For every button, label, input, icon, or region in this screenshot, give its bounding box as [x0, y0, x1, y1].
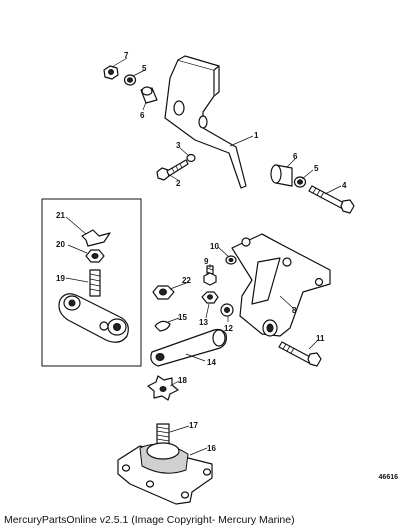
callout-3: 3 [176, 141, 181, 150]
part-6-bushing-right [270, 164, 293, 187]
part-9-screw [203, 265, 217, 286]
part-5-washer-right [293, 176, 307, 188]
part-16-motor-mount [117, 442, 213, 505]
part-20-nut [85, 249, 105, 263]
callout-5-right: 5 [314, 164, 319, 173]
part-14-tube [150, 328, 227, 367]
callout-4: 4 [342, 181, 347, 190]
callout-16: 16 [207, 444, 216, 453]
callout-14: 14 [207, 358, 216, 367]
part-3-washer [186, 153, 196, 163]
part-21-wing-nut [81, 229, 111, 247]
part-18-star-washer [147, 375, 179, 401]
part-10-washer [225, 255, 237, 265]
callout-19: 19 [56, 274, 65, 283]
callout-11: 11 [316, 334, 325, 343]
callout-17: 17 [189, 421, 198, 430]
part-19-link-assembly [58, 269, 129, 343]
callout-13: 13 [199, 318, 208, 327]
callout-5-top: 5 [142, 64, 147, 73]
part-6-bushing-top [140, 86, 158, 104]
callout-10: 10 [210, 242, 219, 251]
part-22-nut [152, 285, 175, 300]
callout-1: 1 [254, 131, 259, 140]
part-4-bolt [308, 185, 355, 214]
part-13-nut [201, 291, 219, 304]
part-7-nut [103, 65, 119, 80]
part-1-bracket [164, 55, 247, 189]
callout-8: 8 [292, 306, 297, 315]
callout-21: 21 [56, 211, 65, 220]
callout-6-top: 6 [140, 111, 145, 120]
leader-lines [65, 57, 342, 456]
callout-20: 20 [56, 240, 65, 249]
part-11-bolt [278, 341, 322, 367]
callout-6-right: 6 [293, 152, 298, 161]
part-5-washer-top [123, 74, 137, 86]
callout-9: 9 [204, 257, 209, 266]
callout-18: 18 [178, 376, 187, 385]
callout-22: 22 [182, 276, 191, 285]
callout-15: 15 [178, 313, 187, 322]
part-12-washer [220, 303, 234, 317]
callout-12: 12 [224, 324, 233, 333]
part-15-clip [154, 320, 171, 332]
callout-labels: 1 2 3 4 5 5 6 6 7 8 9 10 11 12 13 14 15 … [56, 51, 347, 453]
part-8-transom-bracket [231, 233, 331, 337]
callout-7: 7 [124, 51, 129, 60]
callout-2: 2 [176, 179, 181, 188]
copyright-footer: MercuryPartsOnline v2.5.1 (Image Copyrig… [4, 514, 295, 526]
inset-frame [41, 198, 142, 367]
diagram-reference-number: 46616 [378, 474, 398, 481]
